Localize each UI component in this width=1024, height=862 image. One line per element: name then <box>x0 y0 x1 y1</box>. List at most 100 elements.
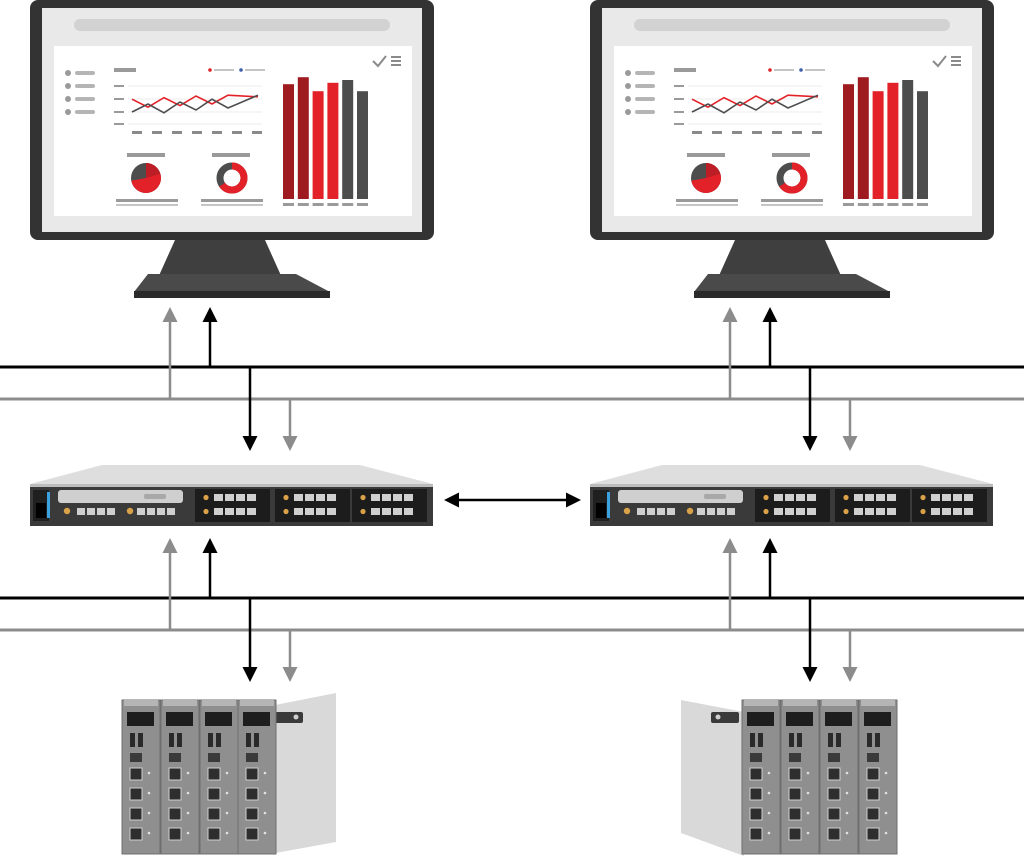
drive-slot <box>316 494 325 501</box>
drive-slot <box>796 494 805 501</box>
io-module-led <box>884 791 888 795</box>
pie-caption-1 <box>116 199 178 202</box>
server-control-panel <box>618 490 743 503</box>
drive-slot <box>964 494 973 501</box>
legend-line-blue <box>245 69 265 71</box>
pie-title <box>127 153 165 157</box>
drive-slot <box>382 494 391 501</box>
io-module-led <box>806 791 810 795</box>
server-top <box>590 465 993 484</box>
donut-caption-2 <box>201 204 263 206</box>
drive-led <box>920 494 926 501</box>
sidebar-bullet <box>625 109 631 115</box>
io-module-switch-2 <box>797 733 802 747</box>
io-module-connector <box>867 753 879 762</box>
io-module-led <box>147 831 151 835</box>
io-module-led <box>806 831 810 835</box>
io-module-connector <box>208 753 220 762</box>
drive-led <box>283 494 289 501</box>
io-module-led <box>147 771 151 775</box>
dashboard-sidebar <box>625 70 655 115</box>
x-tick <box>252 131 262 134</box>
monitor-stand-foot <box>134 291 330 298</box>
io-module-display <box>786 712 813 726</box>
server-control-panel <box>58 490 183 503</box>
io-module-connector <box>130 753 142 762</box>
y-tick <box>674 123 684 125</box>
sidebar-line <box>75 110 95 114</box>
server-status-led-bar <box>607 492 610 518</box>
drive-bay-3 <box>912 489 987 522</box>
sidebar-line <box>75 97 95 101</box>
x-tick <box>152 131 162 134</box>
server-slot <box>144 494 166 499</box>
io-module-port <box>788 787 802 801</box>
server-slot <box>704 494 726 499</box>
io-module-top <box>822 700 856 706</box>
io-module-1 <box>121 699 161 855</box>
io-module-display <box>243 712 270 726</box>
io-module-switch-1 <box>867 733 872 747</box>
drive-slot <box>294 508 303 515</box>
menu-icon-line <box>391 64 401 66</box>
donut-title <box>212 153 250 157</box>
server-port <box>137 508 145 515</box>
legend-line-red <box>774 69 794 71</box>
io-module-port <box>788 767 802 781</box>
x-tick <box>192 131 202 134</box>
io-module-port <box>129 807 143 821</box>
server-port-group-1 <box>77 508 115 515</box>
bar-label-4 <box>887 203 899 206</box>
drive-slot <box>931 494 940 501</box>
menu-icon-line <box>951 56 961 58</box>
drive-slot <box>294 494 303 501</box>
y-tick <box>114 111 124 113</box>
io-module-1 <box>741 699 781 855</box>
server-status-led-bar <box>47 492 50 518</box>
monitor-stand-neck <box>717 240 843 280</box>
server-port <box>87 508 95 515</box>
drive-led <box>843 508 849 515</box>
io-module-port <box>827 807 841 821</box>
io-module-led <box>845 791 849 795</box>
server-port <box>667 508 675 515</box>
bar-5 <box>342 80 354 199</box>
server-port <box>717 508 725 515</box>
sidebar-bullet <box>625 96 631 102</box>
drive-led <box>843 494 849 501</box>
server-led-1 <box>63 507 71 515</box>
io-module-port <box>866 767 880 781</box>
bar-label-2 <box>297 203 309 206</box>
io-module-port <box>245 767 259 781</box>
line-chart-title <box>674 68 696 72</box>
server-port <box>167 508 175 515</box>
donut-title <box>772 153 810 157</box>
sidebar-line <box>635 71 655 75</box>
menu-icon-line <box>391 60 401 62</box>
io-module-led <box>884 811 888 815</box>
io-module-switch-1 <box>246 733 251 747</box>
server-port <box>637 508 645 515</box>
io-module-port <box>207 767 221 781</box>
io-module-port <box>749 807 763 821</box>
bar-2 <box>297 77 309 199</box>
drive-slot <box>236 508 245 515</box>
io-module-led <box>186 791 190 795</box>
x-tick <box>812 131 822 134</box>
drive-slot <box>371 494 380 501</box>
io-module-2 <box>780 699 820 855</box>
io-module-display <box>864 712 891 726</box>
io-module-port <box>749 767 763 781</box>
drive-bay-frame <box>835 489 910 522</box>
drive-bay-1 <box>755 489 830 522</box>
x-tick <box>172 131 182 134</box>
monitor-stand-foot <box>694 291 890 298</box>
pie-chart <box>116 153 178 206</box>
io-module-port <box>168 827 182 841</box>
legend-dot-red <box>768 68 772 72</box>
drive-slot <box>305 508 314 515</box>
drive-slot <box>404 508 413 515</box>
y-tick <box>114 123 124 125</box>
io-module-switch-2 <box>875 733 880 747</box>
